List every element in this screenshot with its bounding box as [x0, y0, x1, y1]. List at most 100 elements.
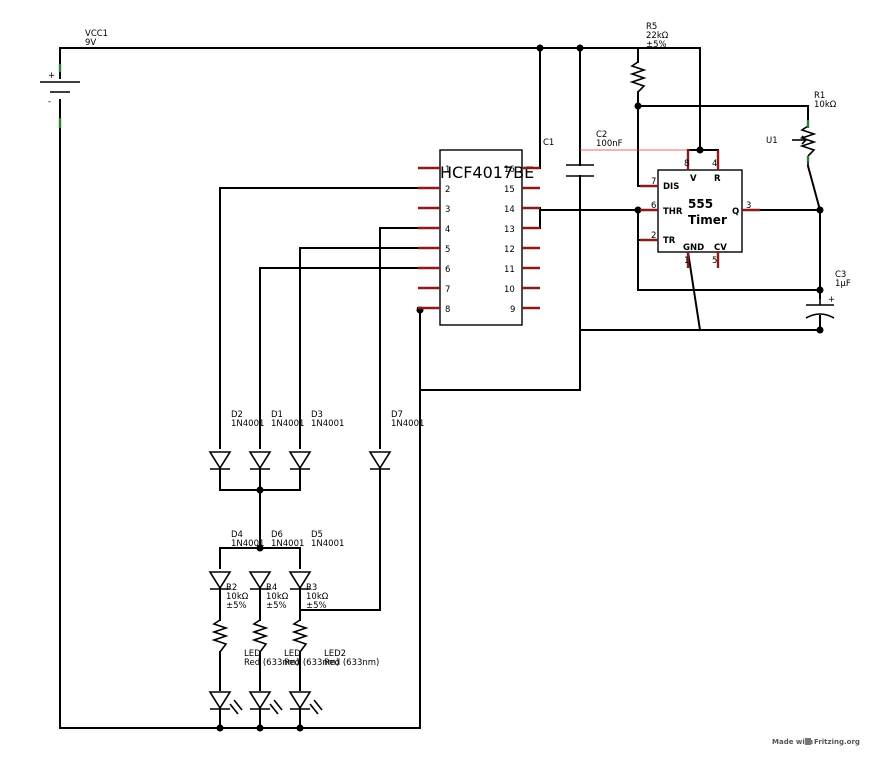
- ic-hcf4017be[interactable]: HCF4017BE 1 2 3 4 5 6 7 8 16: [418, 149, 540, 326]
- r5-name: R5: [646, 22, 657, 32]
- capacitor-c1[interactable]: C1: [543, 138, 554, 148]
- led-led2[interactable]: LED2 Red (633nm): [288, 649, 379, 715]
- timer-pin-num: 1: [684, 256, 689, 266]
- ic4017-pin-label: 8: [445, 305, 450, 315]
- diode-d1[interactable]: D1 1N4001: [248, 410, 304, 470]
- led-left[interactable]: LED Red (633nm): [208, 649, 299, 715]
- ic4017-pin-label: 1: [445, 165, 450, 175]
- d1-part: 1N4001: [271, 419, 304, 429]
- ic4017-pin-label: 14: [504, 205, 515, 215]
- r4-tolerance: ±5%: [266, 601, 287, 611]
- diode-d7[interactable]: D7 1N4001: [368, 410, 424, 470]
- c3-name: C3: [835, 270, 846, 280]
- d2-name: D2: [231, 410, 243, 420]
- led-b-value: Red (633nm): [284, 658, 339, 668]
- timer-pin-num: 3: [746, 201, 751, 211]
- c3-plus: +: [828, 295, 835, 305]
- timer-pin-dis: DIS: [663, 182, 679, 192]
- fritzing-footer: Made with Fritzing.org: [772, 738, 860, 746]
- led2-name: LED2: [324, 649, 346, 659]
- timer-pin-v: V: [690, 174, 697, 184]
- resistor-r2[interactable]: R2 10kΩ ±5%: [211, 583, 249, 653]
- ic4017-pin-label: 4: [445, 225, 450, 235]
- timer-pin-cv: CV: [714, 243, 727, 253]
- ic4017-pin-label: 3: [445, 205, 450, 215]
- d6-part: 1N4001: [271, 539, 304, 549]
- ic4017-pin-label: 6: [445, 265, 450, 275]
- r4-name: R4: [266, 583, 277, 593]
- ic4017-pin-label: 10: [504, 285, 515, 295]
- d4-part: 1N4001: [231, 539, 264, 549]
- timer-pin-tr: TR: [663, 236, 676, 246]
- diode-d5[interactable]: D5 1N4001: [288, 530, 344, 590]
- timer-title-2: Timer: [688, 213, 727, 227]
- fritzing-logo-icon: [805, 738, 811, 745]
- potentiometer-r1[interactable]: R1 10kΩ U1: [766, 91, 837, 166]
- resistor-r4[interactable]: R4 10kΩ ±5%: [251, 583, 289, 653]
- r3-value: 10kΩ: [306, 592, 329, 602]
- timer-pin-num: 2: [651, 231, 656, 241]
- battery-minus-label: -: [48, 97, 51, 107]
- timer-pin-gnd: GND: [683, 243, 704, 253]
- r3-name: R3: [306, 583, 317, 593]
- d5-name: D5: [311, 530, 323, 540]
- diode-d3[interactable]: D3 1N4001: [288, 410, 344, 470]
- r1-value: 10kΩ: [814, 100, 837, 110]
- d7-part: 1N4001: [391, 419, 424, 429]
- timer-title-1: 555: [688, 197, 713, 211]
- d2-part: 1N4001: [231, 419, 264, 429]
- diode-d2[interactable]: D2 1N4001: [208, 410, 264, 470]
- d6-name: D6: [271, 530, 283, 540]
- timer-pin-thr: THR: [663, 207, 683, 217]
- capacitor-c3[interactable]: + C3 1µF: [805, 270, 851, 319]
- led-a-name: LED: [244, 649, 261, 659]
- timer-pin-num: 8: [684, 159, 689, 169]
- d7-name: D7: [391, 410, 403, 420]
- d1-name: D1: [271, 410, 283, 420]
- timer-pin-num: 7: [651, 177, 656, 187]
- resistor-r3[interactable]: R3 10kΩ ±5%: [291, 583, 329, 653]
- led-a-value: Red (633nm): [244, 658, 299, 668]
- ic4017-pin-label: 5: [445, 245, 450, 255]
- led2-value: Red (633nm): [324, 658, 379, 668]
- d3-part: 1N4001: [311, 419, 344, 429]
- diode-d6[interactable]: D6 1N4001: [248, 530, 304, 590]
- timer-pin-r: R: [714, 174, 721, 184]
- ic4017-pin-label: 7: [445, 285, 450, 295]
- ic4017-pin-label: 9: [510, 305, 515, 315]
- d4-name: D4: [231, 530, 243, 540]
- battery-plus-label: +: [48, 71, 55, 81]
- ic4017-left-pins: [418, 166, 440, 310]
- r4-value: 10kΩ: [266, 592, 289, 602]
- diode-d4[interactable]: D4 1N4001: [208, 530, 264, 590]
- ic4017-title: HCF4017BE: [440, 163, 534, 182]
- resistor-r5[interactable]: R5 22kΩ ±5%: [629, 22, 669, 93]
- timer-555[interactable]: 555 Timer V R DIS THR TR Q GND CV 8 4 7 …: [640, 150, 760, 268]
- c2-name: C2: [596, 130, 607, 140]
- c1-name: C1: [543, 138, 554, 148]
- capacitor-c2[interactable]: C2 100nF: [566, 130, 623, 177]
- r2-name: R2: [226, 583, 237, 593]
- footer-brand: Fritzing.org: [814, 738, 860, 746]
- r5-tolerance: ±5%: [646, 40, 667, 50]
- wires: [59, 47, 822, 729]
- ic4017-pin-label: 2: [445, 185, 450, 195]
- u1-name: U1: [766, 136, 778, 146]
- c3-value: 1µF: [835, 279, 851, 289]
- timer-pin-num: 6: [651, 201, 656, 211]
- battery-vcc1[interactable]: + - VCC1 9V: [40, 29, 108, 128]
- r3-tolerance: ±5%: [306, 601, 327, 611]
- led-middle[interactable]: LED Red (633nm): [248, 649, 339, 715]
- battery-value: 9V: [85, 38, 96, 48]
- ic4017-pin-label: 12: [504, 245, 515, 255]
- ic4017-pin-label: 11: [504, 265, 515, 275]
- r2-tolerance: ±5%: [226, 601, 247, 611]
- r1-name: R1: [814, 91, 825, 101]
- d5-part: 1N4001: [311, 539, 344, 549]
- timer-pin-num: 4: [712, 159, 717, 169]
- ic4017-pin-label: 16: [504, 165, 515, 175]
- battery-name: VCC1: [85, 29, 108, 39]
- d3-name: D3: [311, 410, 323, 420]
- ic4017-pin-label: 13: [504, 225, 515, 235]
